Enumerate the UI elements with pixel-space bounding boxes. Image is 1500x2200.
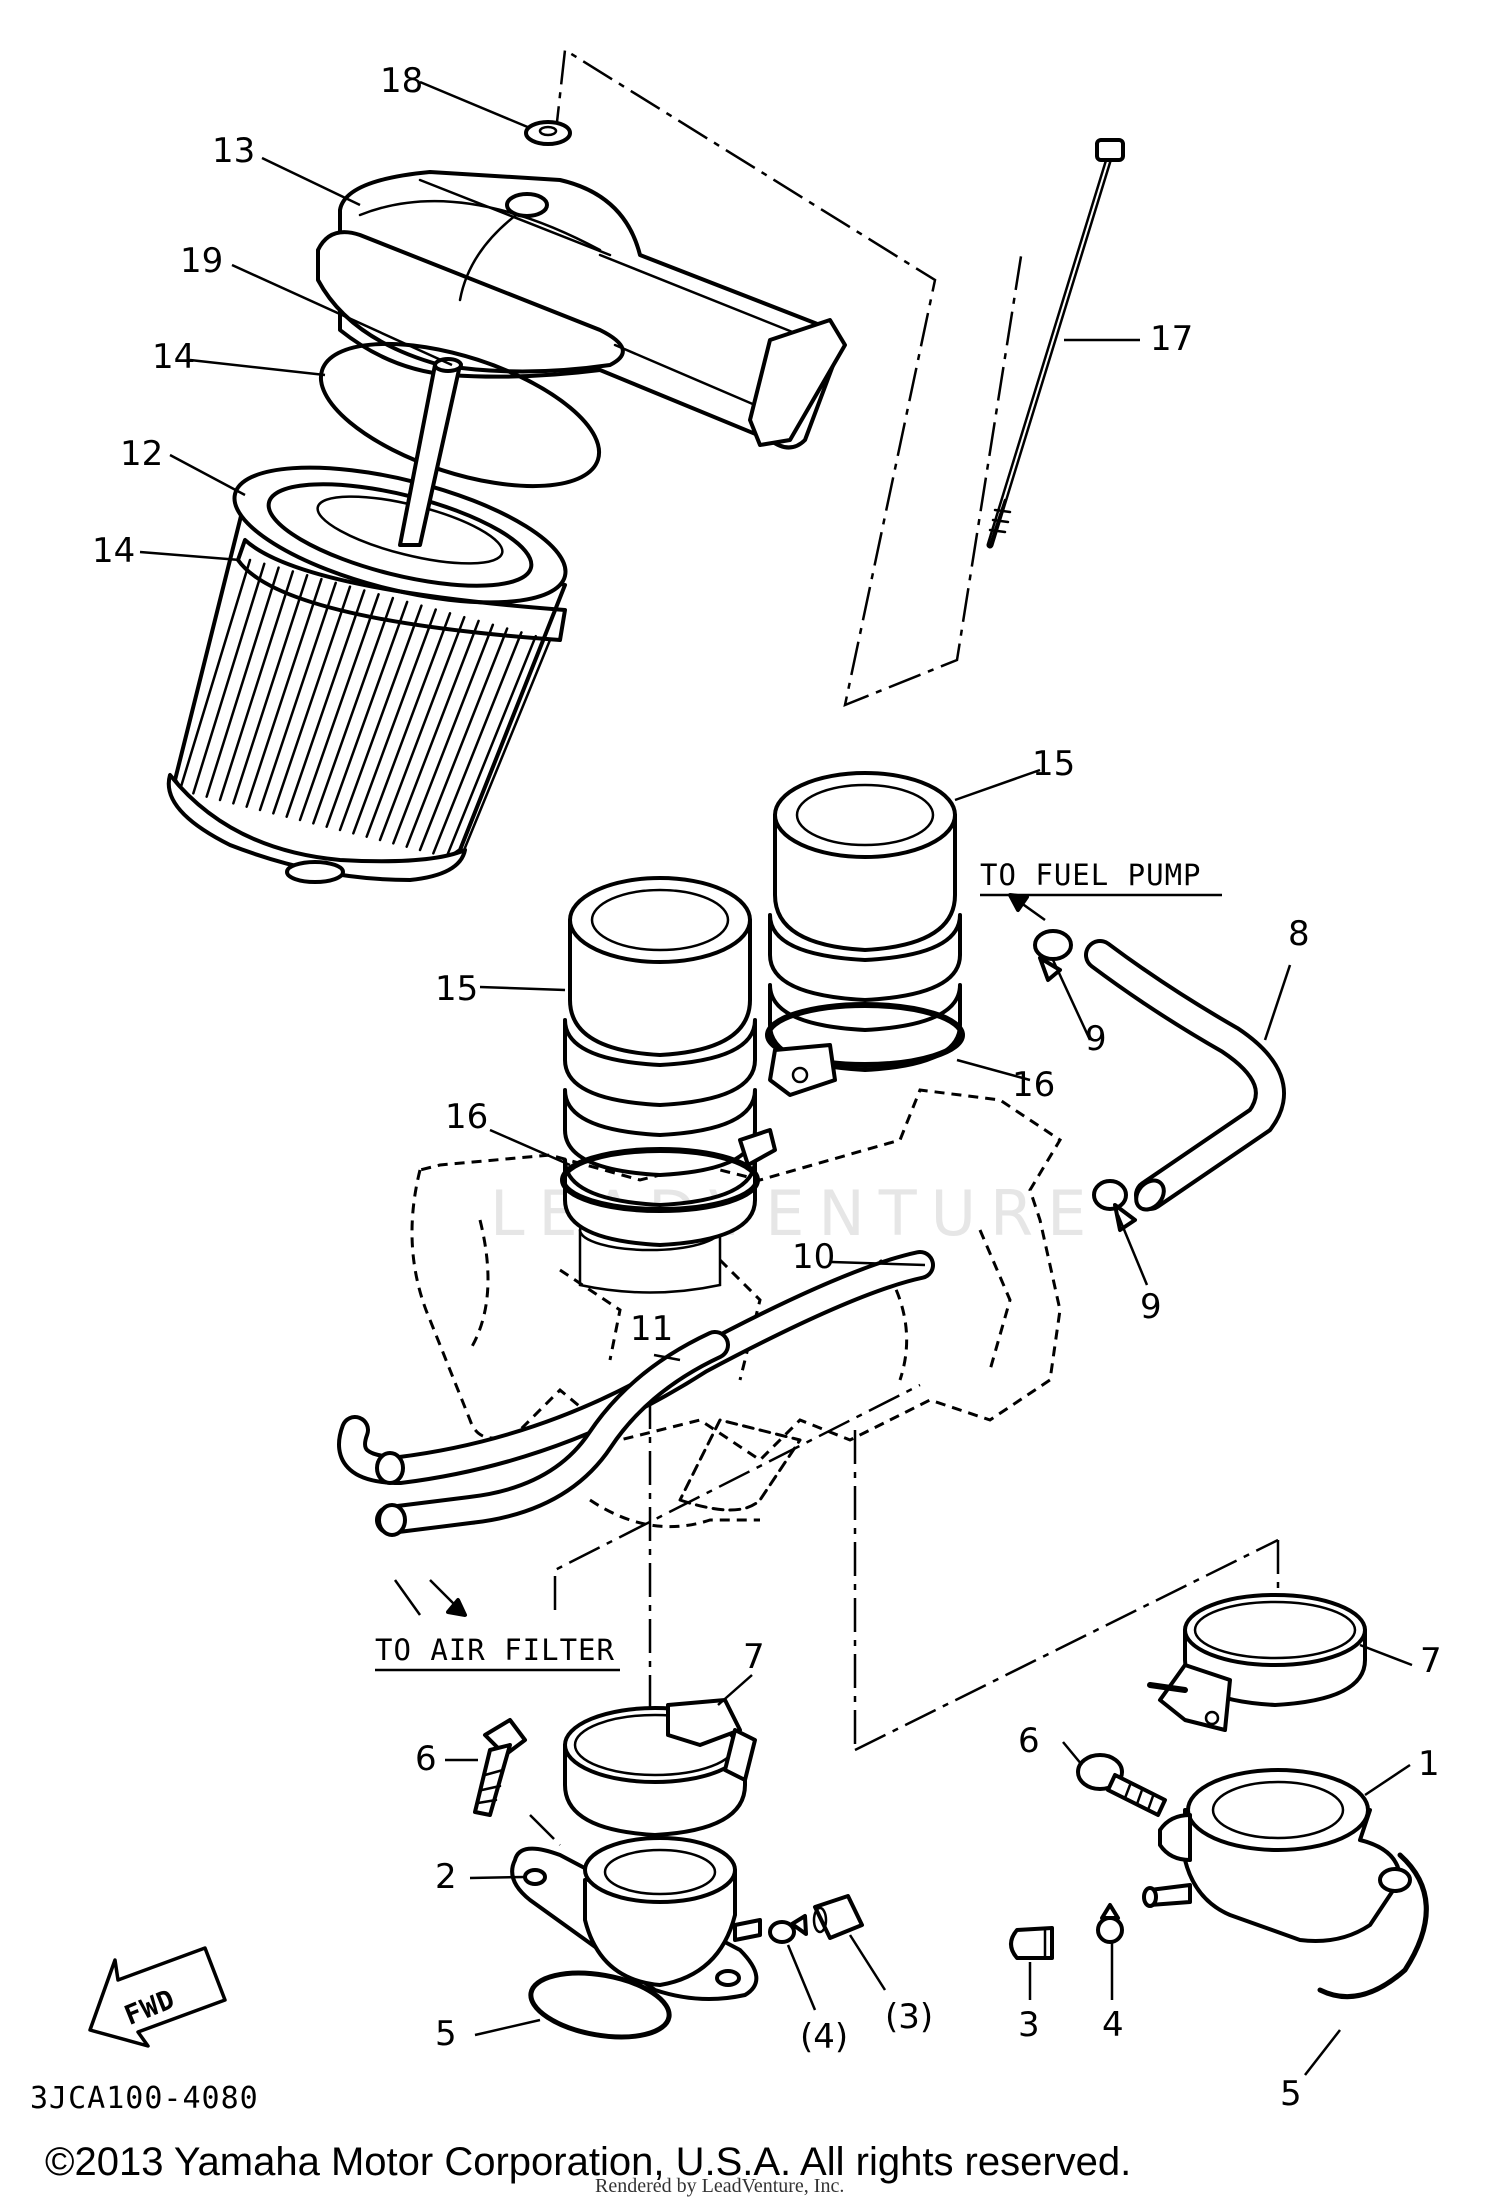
filter-pleat [392,619,480,845]
callout-14-lower: 14 [92,531,135,571]
bolt-left [473,1718,527,1817]
callout-16-right: 16 [1012,1065,1055,1105]
filter-pleat [272,585,352,815]
bolt-right [1076,1753,1167,1817]
diagram-code: 3JCA100-4080 [30,2081,259,2116]
filter-pleat [378,615,466,842]
o-ring-top [318,341,602,489]
callout-5-right: 5 [1280,2074,1302,2114]
filter-pleat [298,593,380,822]
callout-2: 2 [435,1857,457,1897]
filter-pleat [432,631,523,855]
manifold-clamp-right [1147,1593,1367,1732]
callout-10: 10 [792,1237,835,1277]
callout-19: 19 [180,241,223,281]
callouts: 18 13 19 14 12 14 17 15 15 8 9 16 16 10 … [92,61,1442,2114]
manifold-clamp-left [563,1698,757,1837]
callout-3-paren: (3) [885,1997,933,2037]
filter-pleat [178,558,252,792]
intake-funnel-right [768,771,962,1072]
filter-pleat [205,566,280,798]
filter-pleat [258,581,337,812]
callout-5-left: 5 [435,2014,457,2054]
filter-pleat [445,634,537,858]
callout-15-right: 15 [1032,744,1075,784]
leader-lines [139,80,1413,2076]
long-bolt [986,138,1125,549]
copyright-notice: ©2013 Yamaha Motor Corporation, U.S.A. A… [45,2140,1131,2184]
assembly-lines [529,47,1280,1846]
vent-hose-11 [375,1330,730,1537]
clip-left [768,1914,808,1944]
filter-pleat [312,596,395,825]
callout-7-left: 7 [743,1637,765,1677]
filter-pleat [245,577,323,808]
callout-16-left: 16 [445,1097,488,1137]
callout-6-right: 6 [1018,1721,1040,1761]
o-ring-left [528,1970,672,2040]
intake-joint-left [510,1836,762,2001]
filter-pleats [178,558,552,862]
grommet [524,120,572,146]
hose-clip-lower [1092,1179,1137,1232]
funnel-clamp-left [560,1128,777,1213]
callout-7-right: 7 [1420,1641,1442,1681]
filter-pleat [218,570,295,802]
to-fuel-pump-label: TO FUEL PUMP [980,858,1202,892]
cap-left [812,1894,864,1940]
to-air-filter-label: TO AIR FILTER [375,1633,615,1667]
intake-joint-right [1142,1768,1412,1943]
callout-6-left: 6 [415,1739,437,1779]
callout-9-upper: 9 [1085,1019,1107,1059]
filter-pleat [232,573,309,805]
callout-3: 3 [1018,2005,1040,2045]
callout-1: 1 [1418,1744,1440,1784]
callout-18: 18 [380,61,423,101]
fwd-arrow-icon: FWD [88,1946,227,2048]
clip-right [1096,1903,1124,1944]
hose-clip-top [1033,929,1073,982]
filter-pleat [458,638,552,862]
filter-pleat [418,627,509,852]
filter-element [166,465,568,884]
o-ring-right [1317,1852,1429,2000]
callout-4-paren: (4) [800,2017,848,2057]
filter-pleat [192,562,266,795]
air-filter-cover [316,170,847,450]
fuel-hose [1084,939,1286,1212]
callout-12: 12 [120,434,163,474]
filter-pleat [285,589,366,818]
filter-pleat [325,600,409,828]
callout-17: 17 [1150,319,1193,359]
filter-pleat [352,608,437,835]
filter-pleat [365,612,452,838]
callout-4: 4 [1102,2005,1124,2045]
filter-pleat [405,623,495,848]
callout-14-top: 14 [152,337,195,377]
callout-11: 11 [630,1309,673,1349]
funnel-clamp-right [765,1002,965,1097]
callout-13: 13 [212,131,255,171]
callout-15-left: 15 [435,969,478,1009]
filter-pleat [338,604,423,832]
callout-9-lower: 9 [1140,1287,1162,1327]
rendered-by-credit: Rendered by LeadVenture, Inc. [595,2175,844,2197]
callout-8: 8 [1288,914,1310,954]
cap-right [1009,1926,1054,1960]
vent-hose-10 [337,1250,935,1486]
